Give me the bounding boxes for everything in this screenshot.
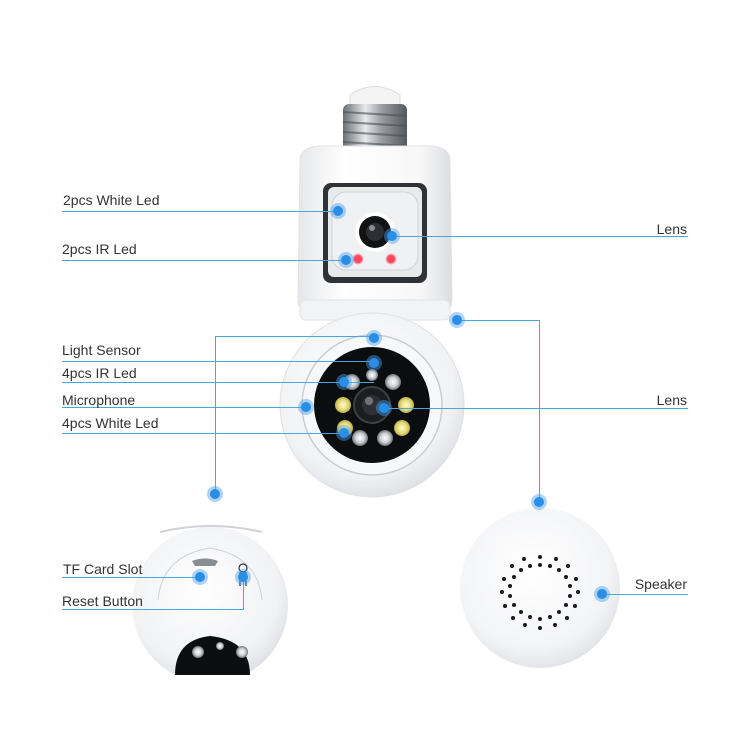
- dot-reset: [238, 572, 248, 582]
- dot-lower-ir-led-2: [339, 377, 349, 387]
- leader-lower-ir-led: [62, 382, 374, 383]
- side-detail-view: [132, 525, 288, 675]
- leader-side-down: [215, 336, 216, 494]
- dot-tf-card: [195, 572, 205, 582]
- dot-lower-ir-led: [369, 358, 379, 368]
- dot-side-view: [210, 489, 220, 499]
- leader-lower-lens: [384, 408, 688, 409]
- leader-light-sensor: [62, 361, 374, 362]
- label-lower-lens: Lens: [656, 392, 687, 408]
- leader-side-top: [215, 336, 375, 337]
- dot-lower-lens: [379, 403, 389, 413]
- leader-upper-ir-led: [62, 260, 346, 261]
- dot-speaker: [597, 589, 607, 599]
- label-reset-button: Reset Button: [62, 593, 143, 609]
- label-lower-white-led: 4pcs White Led: [62, 415, 159, 431]
- leader-lower-white-led: [62, 433, 344, 434]
- dot-upper-ir-led: [341, 255, 351, 265]
- label-upper-ir-led: 2pcs IR Led: [62, 241, 137, 257]
- leader-tf-card: [62, 577, 200, 578]
- leader-speaker-top: [457, 320, 539, 321]
- label-light-sensor: Light Sensor: [62, 342, 141, 358]
- leader-upper-lens: [392, 236, 688, 237]
- label-microphone: Microphone: [62, 392, 136, 408]
- speaker-grille: [500, 555, 580, 630]
- leader-microphone: [62, 407, 306, 408]
- leader-speaker: [602, 594, 688, 595]
- label-upper-lens: Lens: [656, 221, 687, 237]
- dot-lower-white-led: [339, 428, 349, 438]
- dot-speaker-view: [534, 497, 544, 507]
- dot-upper-white-led: [333, 206, 343, 216]
- dot-upper-lens: [387, 231, 397, 241]
- leader-speaker-down: [539, 320, 540, 502]
- dot-microphone: [301, 402, 311, 412]
- label-lower-ir-led: 4pcs IR Led: [62, 365, 137, 381]
- label-tf-card-slot: TF Card Slot: [63, 561, 143, 577]
- label-upper-white-led: 2pcs White Led: [63, 192, 160, 208]
- screw-base: [342, 86, 408, 152]
- leader-upper-white-led: [62, 211, 338, 212]
- leader-reset-up: [243, 577, 244, 609]
- dot-housing-joint: [452, 315, 462, 325]
- dot-light-sensor: [369, 333, 379, 343]
- leader-reset: [62, 609, 244, 610]
- speaker-ball: [460, 508, 620, 668]
- label-speaker: Speaker: [634, 576, 687, 592]
